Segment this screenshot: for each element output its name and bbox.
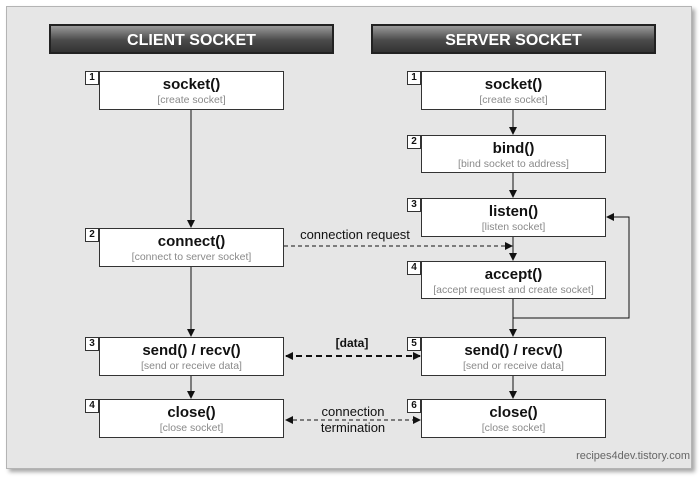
client-step-number-1: 1 [85, 71, 99, 85]
server-bind-box: bind() [bind socket to address] [421, 135, 606, 173]
client-step-number-4: 4 [85, 399, 99, 413]
function-name: bind() [492, 140, 535, 157]
termination-line-2: termination [320, 420, 386, 435]
connection-request-label: connection request [300, 227, 410, 242]
function-description: [accept request and create socket] [433, 284, 594, 296]
function-description: [send or receive data] [141, 360, 242, 372]
server-socket-box: socket() [create socket] [421, 71, 606, 110]
function-description: [connect to server socket] [131, 251, 252, 263]
server-loop-accept-listen [513, 213, 630, 319]
function-description: [listen socket] [481, 221, 546, 233]
client-step-number-3: 3 [85, 337, 99, 351]
server-close-box: close() [close socket] [421, 399, 606, 438]
function-name: socket() [484, 76, 543, 93]
function-name: send() / recv() [464, 342, 563, 359]
function-name: send() / recv() [142, 342, 241, 359]
function-description: [create socket] [157, 94, 226, 106]
function-description: [send or receive data] [463, 360, 564, 372]
server-step-number-5: 5 [407, 337, 421, 351]
function-description: [bind socket to address] [458, 158, 569, 170]
client-close-box: close() [close socket] [99, 399, 284, 438]
function-name: socket() [162, 76, 221, 93]
server-accept-box: accept() [accept request and create sock… [421, 261, 606, 299]
connection-termination-label: connection termination [303, 404, 403, 436]
function-description: [create socket] [479, 94, 548, 106]
client-socket-box: socket() [create socket] [99, 71, 284, 110]
client-connect-box: connect() [connect to server socket] [99, 228, 284, 267]
server-step-number-1: 1 [407, 71, 421, 85]
client-send-recv-box: send() / recv() [send or receive data] [99, 337, 284, 376]
watermark: recipes4dev.tistory.com [576, 450, 690, 462]
server-step-number-2: 2 [407, 135, 421, 149]
function-name: accept() [484, 266, 543, 283]
server-step-number-3: 3 [407, 198, 421, 212]
server-send-recv-box: send() / recv() [send or receive data] [421, 337, 606, 376]
client-socket-header: CLIENT SOCKET [49, 24, 334, 54]
function-description: [close socket] [481, 422, 546, 434]
function-name: close() [489, 404, 538, 421]
function-name: connect() [157, 233, 226, 250]
function-description: [close socket] [159, 422, 224, 434]
termination-line-1: connection [321, 404, 385, 419]
function-name: close() [167, 404, 216, 421]
data-label: [data] [335, 336, 369, 350]
server-step-number-4: 4 [407, 261, 421, 275]
client-step-number-2: 2 [85, 228, 99, 242]
connection-request-arrow [284, 245, 514, 255]
server-socket-header: SERVER SOCKET [371, 24, 656, 54]
server-step-number-6: 6 [407, 399, 421, 413]
server-listen-box: listen() [listen socket] [421, 198, 606, 237]
function-name: listen() [488, 203, 539, 220]
